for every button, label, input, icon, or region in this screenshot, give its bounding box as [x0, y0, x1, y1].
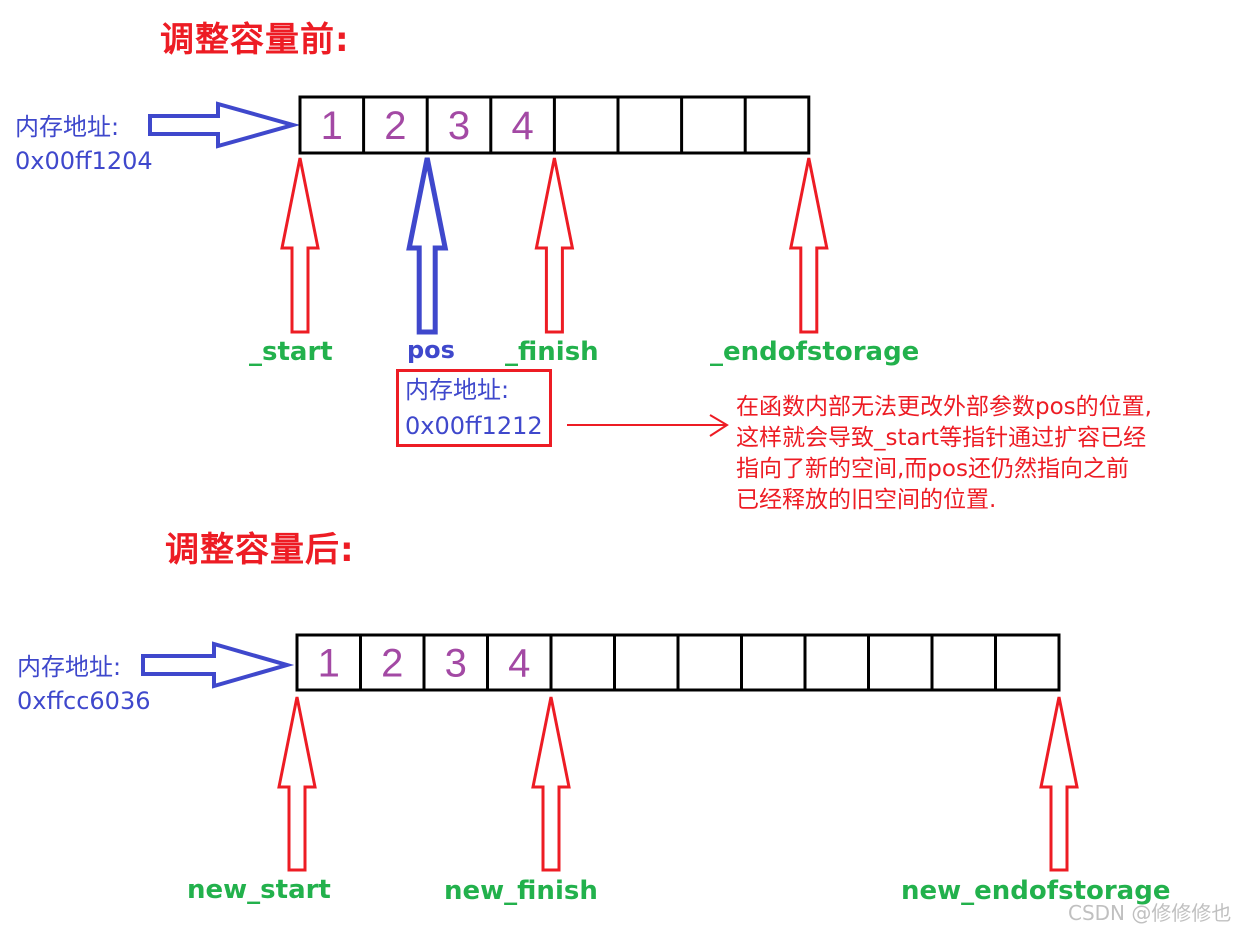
before-cell-value: 4 — [511, 104, 533, 148]
note-line: 在函数内部无法更改外部参数pos的位置, — [736, 394, 1152, 420]
before-cell-value: 2 — [384, 104, 406, 148]
after-address-arrow-icon — [141, 641, 295, 689]
pos-address-value: 0x00ff1212 — [405, 412, 543, 440]
watermark: CSDN @修修修也 — [1068, 901, 1232, 925]
before-cell-value: 3 — [448, 104, 470, 148]
before-cell-value: 1 — [321, 104, 343, 148]
pointer-label-endofstorage: _endofstorage — [710, 337, 920, 367]
before-address: 内存地址: 0x00ff1204 — [15, 110, 153, 178]
before-title: 调整容量前: — [160, 20, 350, 60]
pointer-arrow-new-endofstorage-icon — [1039, 696, 1079, 872]
before-address-label: 内存地址: — [15, 113, 120, 141]
pointer-label-start: _start — [249, 337, 333, 367]
pointer-arrow-endofstorage-icon — [788, 157, 829, 334]
explanation-note: 在函数内部无法更改外部参数pos的位置, 这样就会导致_start等指针通过扩容… — [736, 392, 1152, 516]
pointer-label-pos: pos — [407, 336, 455, 364]
pointer-arrow-pos-icon — [406, 157, 449, 335]
pointer-label-new-finish: new_finish — [444, 876, 598, 906]
before-address-arrow-icon — [148, 101, 301, 149]
after-cell-value: 3 — [445, 642, 467, 686]
note-line: 这样就会导致_start等指针通过扩容已经 — [736, 425, 1147, 451]
note-connector-arrowhead-icon — [709, 414, 729, 437]
pointer-arrow-start-icon — [280, 157, 320, 334]
pos-address-label: 内存地址: — [405, 376, 510, 404]
after-cell-value: 1 — [318, 642, 340, 686]
before-address-value: 0x00ff1204 — [15, 147, 153, 175]
note-line: 指向了新的空间,而pos还仍然指向之前 — [736, 456, 1129, 482]
after-address: 内存地址: 0xffcc6036 — [17, 650, 150, 718]
pointer-arrow-new-start-icon — [277, 696, 317, 872]
after-cell-value: 4 — [508, 642, 530, 686]
after-title: 调整容量后: — [165, 530, 355, 570]
pointer-arrow-new-finish-icon — [531, 696, 571, 872]
after-address-value: 0xffcc6036 — [17, 687, 151, 715]
after-pointer-arrows — [277, 696, 1079, 872]
pointer-arrow-finish-icon — [534, 157, 575, 334]
pos-address-box: 内存地址: 0x00ff1212 — [396, 369, 552, 447]
pointer-label-new-endofstorage: new_endofstorage — [901, 876, 1171, 906]
after-address-label: 内存地址: — [17, 653, 122, 681]
pointer-label-finish: _finish — [505, 337, 599, 367]
before-pointer-arrows — [280, 157, 829, 335]
after-cell-value: 2 — [381, 642, 403, 686]
note-line: 已经释放的旧空间的位置. — [736, 487, 997, 513]
pointer-label-new-start: new_start — [187, 875, 331, 905]
